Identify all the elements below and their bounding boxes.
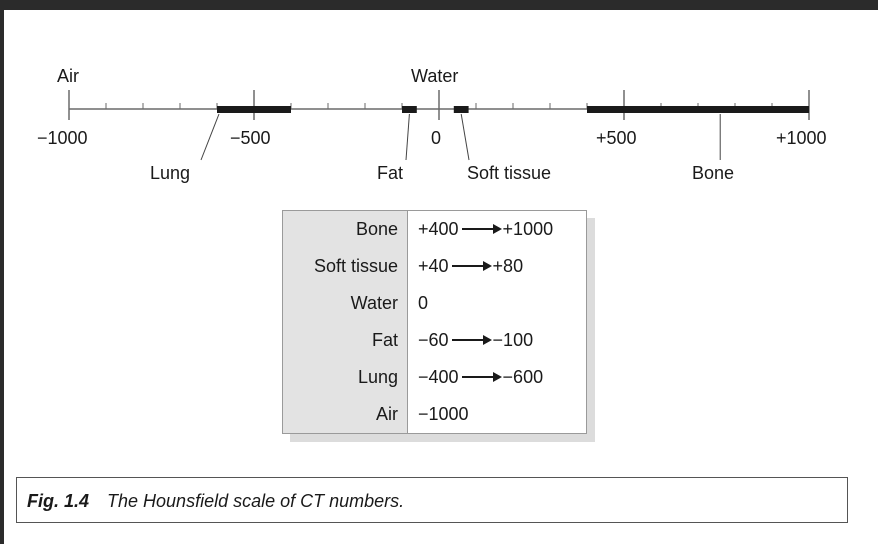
figure-page: Air Water −1000 −500 0 +500 +1000 Lung F… [4, 10, 878, 544]
bone-label: Bone [692, 163, 735, 183]
major-ticks [68, 90, 810, 120]
lung-label: Lung [150, 163, 191, 183]
air-label: Air [57, 66, 79, 86]
material-cell: Water [282, 285, 408, 322]
range-to: −600 [502, 367, 544, 387]
table-row: Water 0 [282, 285, 587, 322]
figure-caption: Fig. 1.4 The Hounsfield scale of CT numbe… [16, 477, 848, 523]
material-cell: Soft tissue [282, 248, 408, 285]
range-from: −1000 [418, 404, 469, 424]
table-row: Air −1000 [282, 396, 587, 434]
tick-label-zero: 0 [431, 128, 442, 148]
range-from: 0 [418, 293, 429, 313]
range-from: −400 [418, 367, 459, 387]
range-to: −100 [492, 330, 534, 350]
arrow-right-icon [461, 372, 502, 383]
range-cell: 0 [408, 285, 587, 322]
arrow-right-icon [451, 335, 492, 346]
material-cell: Fat [282, 322, 408, 359]
range-cell: −60 −100 [408, 322, 587, 359]
range-to: +80 [492, 256, 524, 276]
material-cell: Bone [282, 210, 408, 248]
range-cell: +40 +80 [408, 248, 587, 285]
density-bands [217, 106, 809, 113]
lung-leader-line [200, 113, 220, 161]
band-soft-tissue [453, 106, 469, 113]
range-from: −60 [418, 330, 449, 350]
caption-text: The Hounsfield scale of CT numbers. [107, 491, 405, 511]
range-cell: −400 −600 [408, 359, 587, 396]
arrow-right-icon [461, 224, 502, 235]
range-cell: +400 +1000 [408, 211, 587, 249]
range-from: +400 [418, 219, 459, 239]
soft-tissue-leader-line [460, 113, 470, 161]
material-cell: Air [282, 396, 408, 434]
fat-label: Fat [377, 163, 404, 183]
arrow-right-icon [451, 261, 492, 272]
band-bone [587, 106, 809, 113]
tick-label-plus-500: +500 [596, 128, 637, 148]
band-fat [402, 106, 417, 113]
label-leader-lines [200, 113, 721, 161]
range-from: +40 [418, 256, 449, 276]
fat-leader-line [405, 113, 410, 161]
table-row: Bone +400 +1000 [282, 210, 587, 249]
tick-label-minus-500: −500 [230, 128, 271, 148]
tick-label-plus-1000: +1000 [776, 128, 827, 148]
range-cell: −1000 [408, 396, 587, 434]
water-label: Water [411, 66, 459, 86]
table-row: Lung −400 −600 [282, 359, 587, 396]
figure-number: Fig. 1.4 [27, 491, 90, 511]
material-cell: Lung [282, 359, 408, 396]
table-row: Soft tissue +40 +80 [282, 248, 587, 285]
range-to: +1000 [502, 219, 554, 239]
band-lung [217, 106, 291, 113]
hounsfield-scale [68, 90, 810, 161]
table-row: Fat −60 −100 [282, 322, 587, 359]
soft-tissue-label: Soft tissue [467, 163, 552, 183]
tick-label-minus-1000: −1000 [37, 128, 88, 148]
